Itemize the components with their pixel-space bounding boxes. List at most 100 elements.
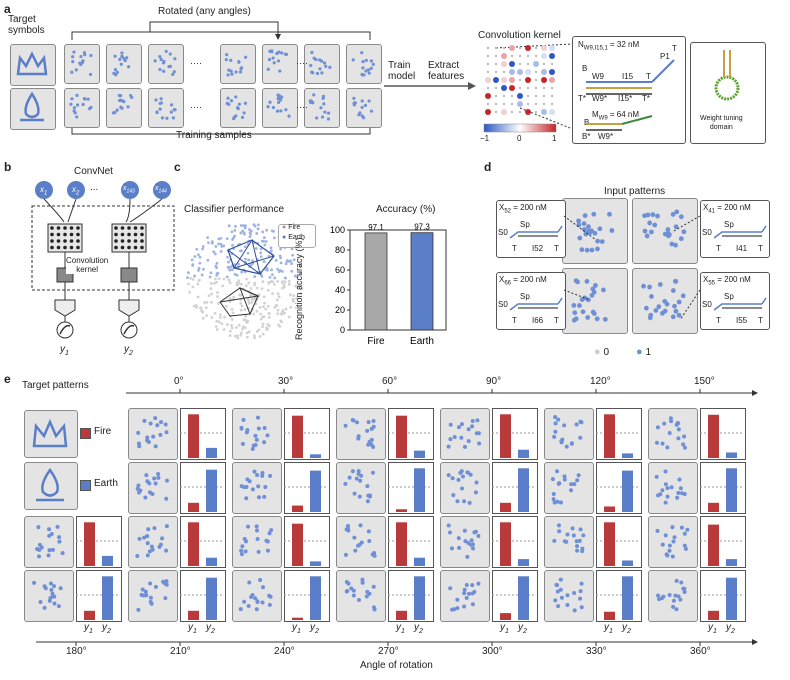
pattern-pixel [237, 102, 241, 106]
pattern-pixel [245, 428, 250, 433]
kernel-weight-dot [517, 101, 523, 107]
pattern-pixel [462, 604, 467, 609]
cloud-point [247, 330, 251, 334]
rotated-pattern-dots [446, 523, 481, 559]
kernel-weight-dot [485, 93, 491, 99]
rotated-pattern-tile [648, 408, 698, 460]
m-weight-label: MW9 = 64 nM [592, 110, 640, 122]
kernel-weight-dot [502, 94, 506, 98]
pattern-pixel [343, 423, 348, 428]
pattern-pixel [650, 212, 656, 218]
strand-diagram [509, 297, 563, 311]
pattern-pixel [147, 549, 152, 554]
cloud-point [253, 336, 256, 340]
pattern-pixel [267, 602, 272, 607]
pattern-pixel [450, 476, 455, 481]
output-bar [518, 449, 529, 458]
pattern-pixel [226, 96, 230, 100]
pattern-pixel [253, 433, 258, 438]
cloud-point [228, 268, 232, 272]
pattern-pixel [369, 426, 374, 431]
pattern-pixel [277, 100, 281, 104]
cloud-point [222, 328, 226, 331]
pattern-pixel [463, 539, 468, 544]
pattern-pixel [473, 529, 478, 534]
pattern-pixel [159, 57, 163, 62]
pattern-pixel [682, 434, 687, 439]
output-bar [310, 454, 321, 458]
cloud-point [226, 260, 230, 264]
output-bar-frame [492, 570, 538, 622]
grid-dot [50, 226, 54, 230]
pattern-pixel [559, 439, 564, 444]
grid-dot [127, 239, 131, 243]
n-weight-label: NW9,I15,1 = 32 nM [578, 40, 640, 52]
output-bar-chart [76, 522, 120, 566]
t2-label: T [554, 316, 559, 325]
kernel-weight-dot [493, 77, 499, 83]
rotated-pattern-dots [343, 523, 377, 558]
pattern-pixel [243, 101, 248, 105]
pattern-pixel [360, 577, 365, 582]
output-bar-frame [284, 516, 330, 568]
pattern-pixel [370, 470, 375, 475]
pattern-pixel [569, 482, 574, 487]
grid-dot [140, 226, 144, 230]
pattern-pixel [678, 236, 684, 242]
pattern-pixel [458, 470, 463, 475]
output-bar [708, 502, 719, 512]
training-sample-pattern [154, 97, 177, 120]
pattern-pixel [653, 308, 659, 313]
pattern-pixel [367, 99, 371, 103]
pattern-pixel [146, 527, 151, 532]
t-label: T [512, 244, 517, 253]
output-bar-chart [492, 522, 536, 566]
pattern-pixel [347, 475, 352, 480]
cloud-point [200, 273, 204, 277]
cloud-point [252, 223, 256, 227]
pattern-pixel [154, 98, 158, 102]
pattern-pixel [449, 546, 454, 551]
grid-dot [76, 245, 80, 250]
pattern-pixel [369, 59, 373, 63]
cloud-point [276, 292, 280, 296]
pattern-pixel [359, 540, 364, 545]
kernel-weight-dot [541, 109, 547, 115]
output-bar-frame [180, 570, 226, 622]
pattern-pixel [320, 115, 325, 119]
pattern-pixel [356, 471, 361, 476]
cloud-point [265, 266, 269, 270]
cloud-point [202, 267, 205, 271]
y2-axis-label: y2 [102, 622, 111, 635]
pattern-pixel [642, 228, 648, 234]
pattern-pixel [564, 444, 569, 449]
pattern-pixel [242, 485, 247, 490]
top-angle-label: 0° [174, 376, 184, 387]
input-pattern-tile [562, 268, 628, 334]
pattern-pixel [268, 473, 273, 478]
pattern-pixel [476, 581, 481, 586]
cloud-point [195, 247, 199, 251]
pattern-pixel [656, 304, 662, 310]
cloud-point [267, 280, 271, 284]
pattern-pixel [159, 420, 164, 425]
pattern-pixel [324, 64, 328, 68]
pattern-pixel [229, 69, 233, 73]
pattern-pixel [676, 594, 681, 599]
pattern-pixel [371, 584, 376, 589]
pattern-pixel [582, 213, 588, 219]
pattern-pixel [36, 554, 41, 559]
pattern-pixel [256, 426, 261, 431]
pattern-pixel [326, 111, 331, 115]
x2-node: x2 [72, 185, 80, 197]
pattern-pixel [162, 59, 166, 64]
pattern-pixel [254, 528, 259, 533]
pattern-pixel [361, 60, 365, 64]
b1-label: B [582, 64, 588, 73]
pattern-pixel [356, 543, 361, 548]
output-bar-chart [700, 414, 744, 458]
output-bar [188, 414, 199, 458]
cloud-point [196, 282, 200, 286]
pattern-pixel [446, 473, 451, 478]
pattern-pixel [590, 286, 596, 292]
